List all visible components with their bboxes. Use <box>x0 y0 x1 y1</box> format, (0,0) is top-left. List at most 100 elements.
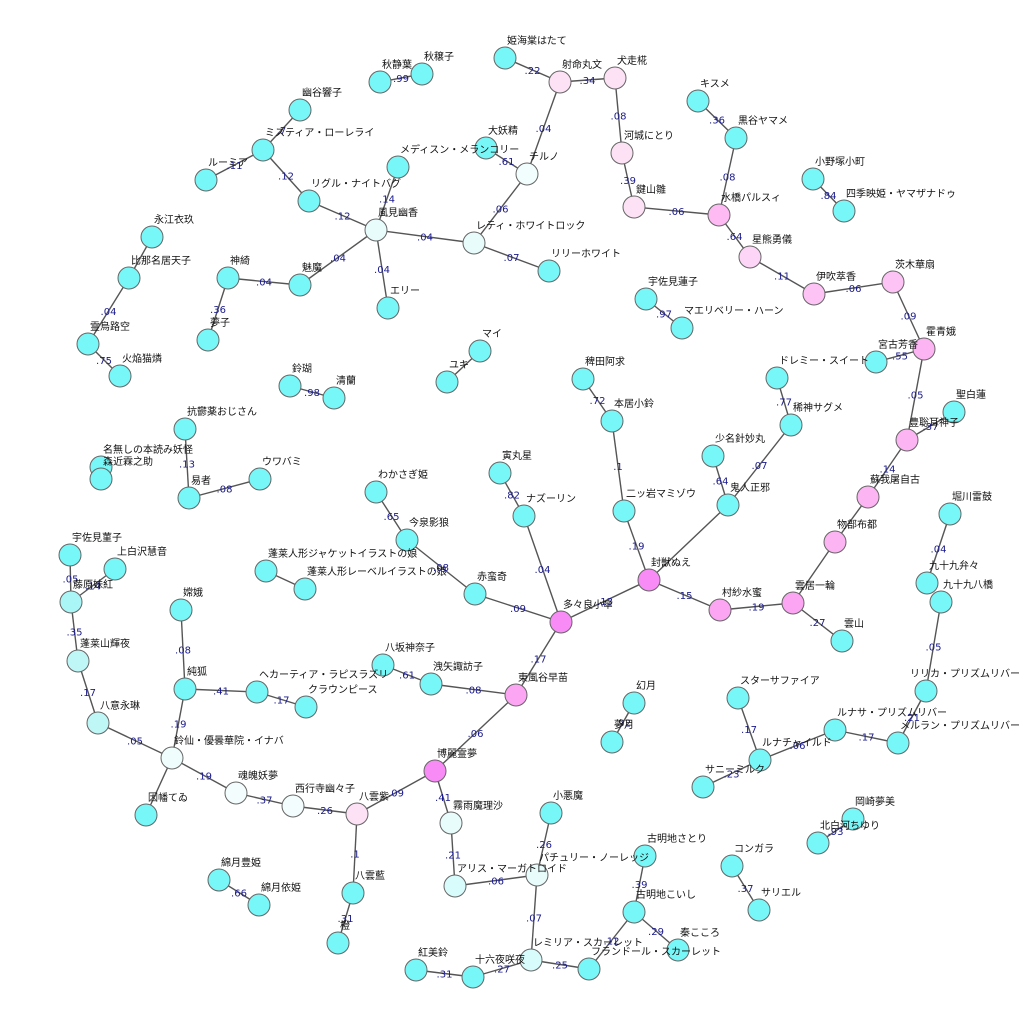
graph-node[interactable] <box>726 686 750 710</box>
graph-node[interactable] <box>830 629 854 653</box>
graph-node[interactable] <box>634 287 658 311</box>
graph-node[interactable] <box>779 413 803 437</box>
graph-node[interactable] <box>58 543 82 567</box>
graph-node[interactable] <box>245 680 269 704</box>
graph-node[interactable] <box>177 486 201 510</box>
graph-node[interactable] <box>474 136 498 160</box>
graph-node[interactable] <box>748 748 772 772</box>
graph-node[interactable] <box>140 225 164 249</box>
graph-node[interactable] <box>435 370 459 394</box>
graph-node[interactable] <box>404 958 428 982</box>
graph-node[interactable] <box>802 282 826 306</box>
graph-node[interactable] <box>103 557 127 581</box>
graph-node[interactable] <box>278 374 302 398</box>
graph-node[interactable] <box>410 62 434 86</box>
graph-node[interactable] <box>254 559 278 583</box>
graph-node[interactable] <box>701 444 725 468</box>
graph-node[interactable] <box>915 571 939 595</box>
graph-node[interactable] <box>341 881 365 905</box>
graph-node[interactable] <box>823 718 847 742</box>
graph-node[interactable] <box>288 98 312 122</box>
graph-node[interactable] <box>781 591 805 615</box>
graph-node[interactable] <box>322 386 346 410</box>
graph-node[interactable] <box>294 695 318 719</box>
graph-node[interactable] <box>345 802 369 826</box>
graph-node[interactable] <box>912 337 936 361</box>
graph-node[interactable] <box>248 467 272 491</box>
graph-node[interactable] <box>571 367 595 391</box>
graph-node[interactable] <box>610 141 634 165</box>
graph-node[interactable] <box>537 259 561 283</box>
graph-node[interactable] <box>707 203 731 227</box>
graph-node[interactable] <box>765 366 789 390</box>
graph-node[interactable] <box>832 199 856 223</box>
graph-node[interactable] <box>914 679 938 703</box>
graph-node[interactable] <box>622 691 646 715</box>
graph-node[interactable] <box>89 467 113 491</box>
graph-node[interactable] <box>747 898 771 922</box>
graph-node[interactable] <box>364 218 388 242</box>
graph-node[interactable] <box>881 270 905 294</box>
graph-node[interactable] <box>515 162 539 186</box>
graph-node[interactable] <box>549 610 573 634</box>
graph-node[interactable] <box>670 316 694 340</box>
graph-node[interactable] <box>603 66 627 90</box>
graph-node[interactable] <box>633 844 657 868</box>
graph-node[interactable] <box>708 598 732 622</box>
graph-node[interactable] <box>59 590 83 614</box>
graph-node[interactable] <box>224 781 248 805</box>
graph-node[interactable] <box>622 900 646 924</box>
graph-node[interactable] <box>942 400 966 424</box>
graph-node[interactable] <box>512 504 536 528</box>
graph-node[interactable] <box>326 931 350 955</box>
graph-node[interactable] <box>364 480 388 504</box>
graph-node[interactable] <box>443 874 467 898</box>
graph-node[interactable] <box>160 746 184 770</box>
graph-node[interactable] <box>293 577 317 601</box>
graph-node[interactable] <box>525 863 549 887</box>
graph-node[interactable] <box>173 417 197 441</box>
graph-node[interactable] <box>76 332 100 356</box>
graph-node[interactable] <box>724 126 748 150</box>
graph-node[interactable] <box>468 339 492 363</box>
graph-node[interactable] <box>622 195 646 219</box>
graph-node[interactable] <box>488 461 512 485</box>
graph-node[interactable] <box>419 672 443 696</box>
graph-node[interactable] <box>376 296 400 320</box>
graph-node[interactable] <box>395 528 419 552</box>
graph-node[interactable] <box>666 938 690 962</box>
graph-node[interactable] <box>895 428 919 452</box>
graph-node[interactable] <box>288 273 312 297</box>
graph-node[interactable] <box>251 138 275 162</box>
graph-node[interactable] <box>856 485 880 509</box>
graph-node[interactable] <box>864 350 888 374</box>
graph-node[interactable] <box>720 854 744 878</box>
graph-node[interactable] <box>423 759 447 783</box>
graph-node[interactable] <box>439 811 463 835</box>
graph-node[interactable] <box>463 582 487 606</box>
graph-node[interactable] <box>548 70 572 94</box>
graph-node[interactable] <box>738 245 762 269</box>
graph-node[interactable] <box>134 803 158 827</box>
graph-node[interactable] <box>716 493 740 517</box>
graph-node[interactable] <box>247 893 271 917</box>
graph-node[interactable] <box>493 46 517 70</box>
graph-node[interactable] <box>216 266 240 290</box>
graph-node[interactable] <box>691 775 715 799</box>
graph-node[interactable] <box>371 653 395 677</box>
graph-node[interactable] <box>929 590 953 614</box>
graph-node[interactable] <box>841 807 865 831</box>
graph-node[interactable] <box>600 730 624 754</box>
graph-node[interactable] <box>368 70 392 94</box>
graph-node[interactable] <box>823 530 847 554</box>
graph-node[interactable] <box>66 649 90 673</box>
graph-node[interactable] <box>938 502 962 526</box>
graph-node[interactable] <box>539 801 563 825</box>
graph-node[interactable] <box>806 831 830 855</box>
graph-node[interactable] <box>462 231 486 255</box>
graph-node[interactable] <box>173 677 197 701</box>
graph-node[interactable] <box>108 364 132 388</box>
graph-node[interactable] <box>637 568 661 592</box>
graph-node[interactable] <box>686 89 710 113</box>
graph-node[interactable] <box>612 499 636 523</box>
